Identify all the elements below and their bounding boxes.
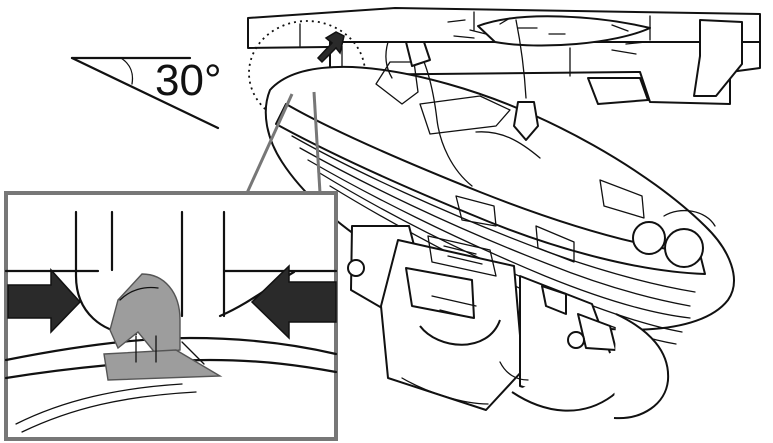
right-arrow [250,264,337,340]
angle-indicator [70,56,220,130]
mount-direction-arrow [316,31,345,64]
cable-assembly [385,19,541,187]
angle-label: 30° [155,56,222,105]
camera-port-1 [632,221,666,255]
lens-modules [347,225,670,420]
detail-callout [4,91,338,441]
left-arrow [7,268,82,334]
camera-port-2 [664,228,704,268]
ceiling-mount-bracket [247,7,761,105]
camera-housing [264,61,735,345]
